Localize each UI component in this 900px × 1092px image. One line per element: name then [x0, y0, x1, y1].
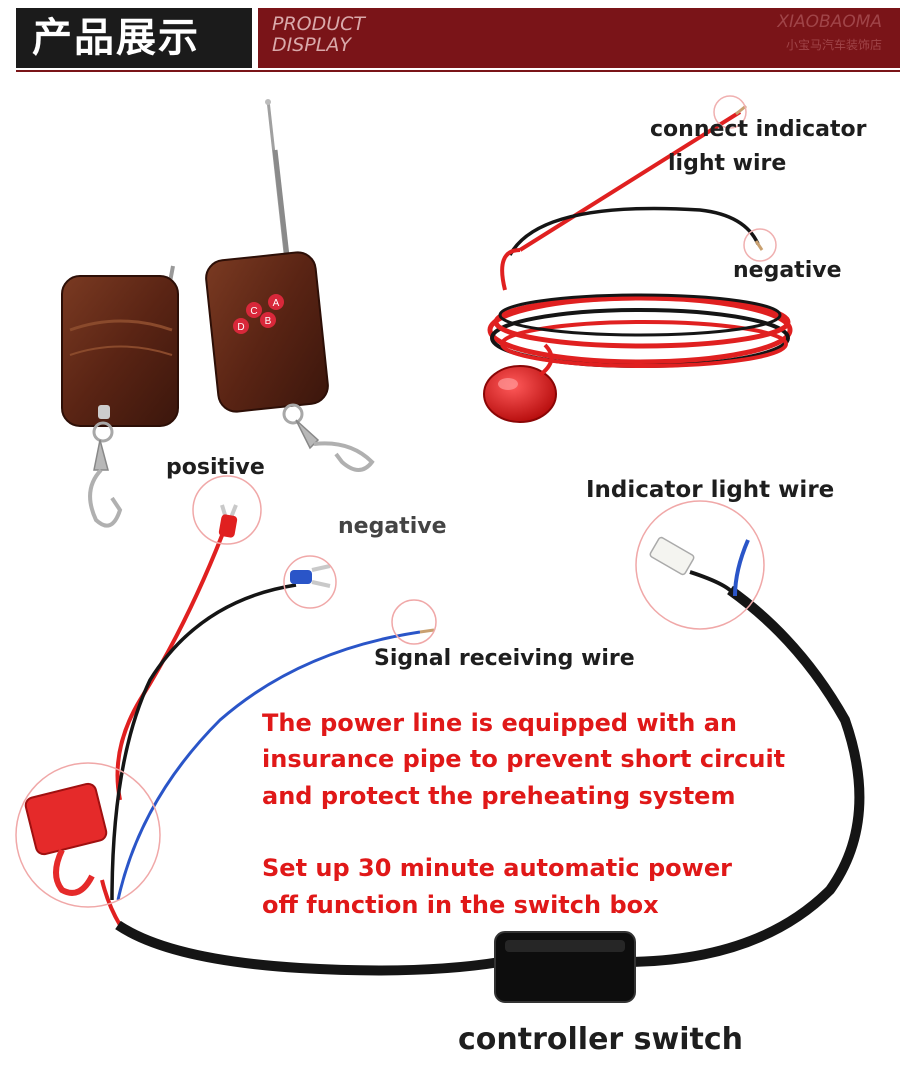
- brand-name: XIAOBAOMA: [777, 12, 882, 32]
- label-negative-harness: negative: [338, 514, 447, 539]
- header-title-block: [16, 8, 252, 68]
- note-line-3: and protect the preheating system: [262, 782, 736, 810]
- header-title-en-line1: PRODUCT: [272, 13, 366, 35]
- header-title-en-line2: DISPLAY: [272, 34, 351, 56]
- note-line-5: off function in the switch box: [262, 891, 659, 919]
- indicator-light-assembly: [483, 95, 793, 423]
- header-title-cn: 产品展示: [32, 15, 200, 61]
- remote-button-a: A: [273, 298, 280, 309]
- label-signal-receiving-wire: Signal receiving wire: [374, 646, 635, 671]
- header-divider: [16, 70, 900, 72]
- header-red-bar: [258, 8, 900, 68]
- label-positive: positive: [166, 455, 265, 480]
- header-banner: 产品展示 PRODUCT DISPLAY XIAOBAOMA 小宝马汽车装饰店: [0, 0, 900, 78]
- remote-button-b: B: [265, 316, 272, 327]
- remote-key-fob-right: A B C D: [205, 99, 375, 472]
- header-title-en: PRODUCT DISPLAY: [272, 14, 365, 56]
- remote-buttons: A B C D: [233, 294, 284, 334]
- wiring-harness: [15, 475, 865, 1003]
- label-indicator-light-wire: Indicator light wire: [586, 477, 835, 503]
- label-negative-indicator: negative: [733, 258, 842, 283]
- note-line-1: The power line is equipped with an: [262, 709, 737, 737]
- note-line-4: Set up 30 minute automatic power: [262, 854, 732, 882]
- label-connect-indicator: connect indicator: [650, 117, 867, 142]
- brand-name-cn: 小宝马汽车装饰店: [785, 38, 882, 52]
- label-connect-indicator-line2: light wire: [668, 151, 787, 176]
- remote-button-d: D: [237, 322, 244, 333]
- label-controller-switch: controller switch: [458, 1022, 743, 1057]
- note-line-2: insurance pipe to prevent short circuit: [262, 745, 786, 773]
- remote-button-c: C: [250, 306, 257, 317]
- remote-key-fob-left: [61, 265, 179, 528]
